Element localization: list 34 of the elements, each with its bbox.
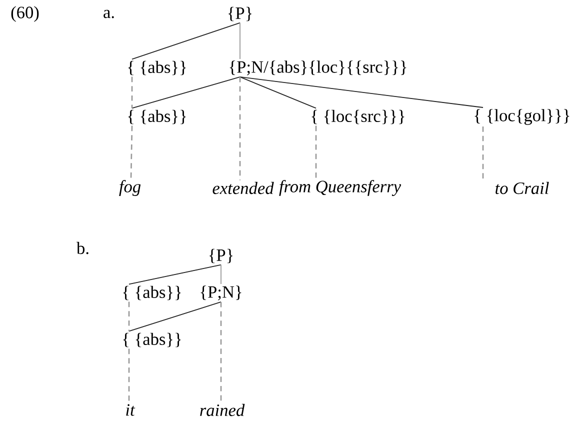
category-label: { {loc{gol}}} — [474, 109, 570, 125]
category-label: {P;N} — [200, 286, 242, 300]
dependency-line — [131, 76, 133, 108]
word-label: it — [126, 404, 136, 416]
category-label: { {abs}} — [128, 110, 186, 124]
category-label: { {abs}} — [123, 286, 181, 300]
branch-line — [220, 264, 222, 285]
dependency-line — [128, 302, 130, 332]
word-label: extended — [212, 182, 274, 194]
branch-line — [240, 76, 316, 109]
example-number: (60) — [11, 6, 39, 22]
branch-line — [132, 76, 240, 109]
branch-line — [128, 301, 222, 332]
category-label: {P} — [209, 248, 233, 264]
word-label: from Queensferry — [279, 180, 402, 196]
category-label: { {abs}} — [123, 332, 181, 348]
category-label: { {loc{src}}} — [312, 110, 404, 124]
word-label: rained — [200, 404, 245, 416]
branch-line — [132, 22, 240, 60]
dependency-line — [130, 126, 133, 178]
example-number: a. — [104, 10, 114, 18]
dependency-line — [482, 126, 484, 180]
category-label: {P;N/{abs}{loc}{{src}}} — [230, 60, 406, 76]
dependency-line — [315, 126, 317, 178]
dependency-line — [128, 348, 130, 403]
category-label: {P} — [228, 6, 252, 22]
dependency-line — [239, 76, 241, 180]
word-label: fog — [119, 180, 141, 196]
example-number: b. — [76, 242, 88, 254]
category-label: { {abs}} — [128, 60, 186, 76]
branch-line — [128, 264, 222, 285]
dependency-line — [220, 302, 222, 402]
branch-line — [240, 76, 484, 108]
word-label: to Crail — [496, 182, 549, 194]
